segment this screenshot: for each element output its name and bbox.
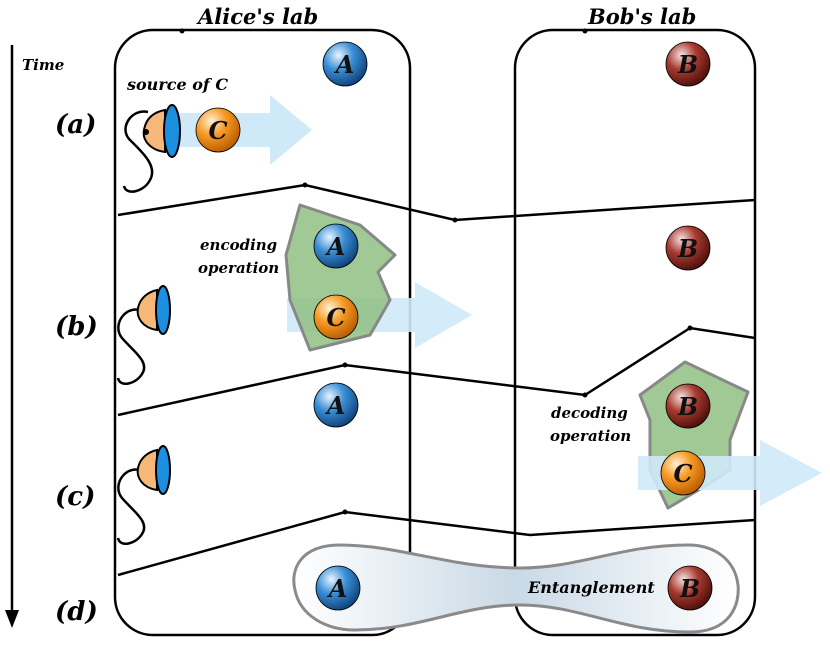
svg-text:B: B [677,234,698,263]
slice-boundary-ab [117,183,756,222]
particle-a: A [313,223,359,269]
row-label-d: (d) [55,597,98,627]
svg-text:A: A [334,50,355,79]
particle-c: C [313,294,359,340]
svg-text:A: A [325,391,346,420]
particle-b: B [667,565,713,611]
svg-text:C: C [673,459,692,488]
particle-b: B [665,383,711,429]
entanglement-label: Entanglement [527,578,655,597]
slice-boundary-cd [117,510,756,577]
particle-a: A [322,41,368,87]
encoding-label-line2: operation [198,259,279,277]
time-label: Time [22,56,64,74]
bob-lab-box [513,28,757,637]
row-label-a: (a) [55,110,96,140]
row-c: A decoding operation B C [116,360,822,546]
source-label: source of C [126,75,228,94]
encoding-label-line1: encoding [200,236,277,254]
particle-c: C [660,450,706,496]
decoding-label-line1: decoding [551,404,628,422]
particle-a: A [315,565,361,611]
row-b: encoding operation A C B [116,203,711,386]
svg-text:B: B [679,574,700,603]
svg-text:C: C [208,116,227,145]
row-label-b: (b) [55,312,98,342]
encoding-operation-region [284,203,397,352]
svg-text:A: A [325,232,346,261]
decoding-label-line2: operation [550,427,631,445]
source-icon [116,285,171,386]
row-a: source of C C A B [122,41,711,193]
svg-text:C: C [326,303,345,332]
entanglement-region [292,543,740,634]
particle-b: B [665,41,711,87]
svg-text:B: B [677,50,698,79]
particle-c: C [195,107,241,153]
time-axis [5,45,19,628]
row-d: Entanglement A B [292,543,740,634]
particle-b: B [665,225,711,271]
bob-lab-title: Bob's lab [587,4,696,29]
svg-text:A: A [327,574,348,603]
source-icon [122,104,181,193]
row-label-c: (c) [55,482,95,512]
svg-text:B: B [677,392,698,421]
transmission-arrow [180,95,312,165]
alice-lab-title: Alice's lab [196,4,318,29]
particle-a: A [313,382,359,428]
alice-lab-box [113,28,412,637]
source-icon [116,445,171,546]
